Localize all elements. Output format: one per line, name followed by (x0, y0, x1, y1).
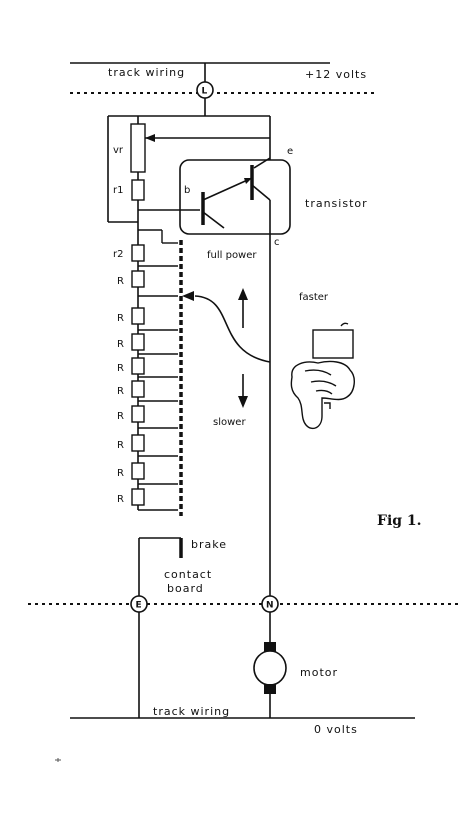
node-l-letter: L (202, 87, 208, 97)
R-label-3: R (117, 339, 124, 350)
brake-label: brake (191, 538, 227, 551)
transistor-box (179, 159, 291, 235)
plus12-label: +12 volts (305, 68, 367, 81)
faster-label: faster (299, 292, 329, 303)
bottom-track-label: track wiring (153, 705, 230, 718)
R-label-8: R (117, 468, 124, 479)
R-label-4: R (117, 363, 124, 374)
transistor-label: transistor (305, 197, 368, 210)
r2-label: r2 (113, 249, 123, 260)
r1-label: r1 (113, 185, 123, 196)
figure-label: Fig 1. (377, 513, 422, 529)
base-label: b (184, 185, 190, 196)
slower-arrow (238, 396, 248, 408)
R-label-2: R (117, 313, 124, 324)
motor-label: motor (300, 666, 338, 679)
R-label-6: R (117, 411, 124, 422)
R-label-5: R (117, 386, 124, 397)
R-label-9: R (117, 494, 124, 505)
r1-resistor (131, 179, 145, 201)
contact-board-label-1: contact (164, 568, 212, 581)
resistor-ladder (131, 270, 145, 506)
R-label-7: R (117, 440, 124, 451)
zero-volts-label: 0 volts (314, 723, 358, 736)
emitter-label: e (287, 146, 293, 157)
faster-arrow (238, 288, 248, 300)
slower-label: slower (213, 417, 246, 428)
node-e-letter: E (136, 601, 142, 611)
r2-resistor (131, 244, 145, 262)
full-power-label: full power (207, 250, 257, 261)
vr-resistor (130, 123, 146, 173)
node-n-letter: N (266, 601, 274, 611)
top-track-label: track wiring (108, 66, 185, 79)
hand-controller-icon (290, 322, 355, 430)
vr-label: vr (113, 145, 124, 156)
contact-board-label-2: board (167, 582, 204, 595)
collector-label: c (274, 237, 280, 248)
motor-icon (253, 642, 287, 694)
R-label-1: R (117, 276, 124, 287)
